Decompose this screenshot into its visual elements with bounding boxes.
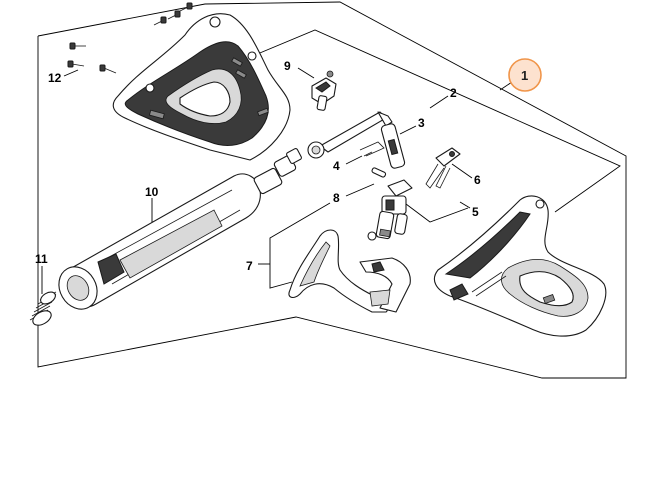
bracket-part-5 [397,197,469,223]
part-label-2: 2 [450,86,457,100]
part-label-3: 3 [418,116,425,130]
screws-part-12 [67,2,193,74]
grip-subassembly-frame [254,29,621,213]
part-label-6: 6 [474,173,481,187]
pin-part-8 [371,167,387,178]
grip-housing-half [433,195,607,337]
lance-tube-part-10 [58,148,302,310]
part-label-11: 11 [35,252,48,266]
screw [167,10,181,20]
part-label-8: 8 [333,191,340,205]
bracket-part-7 [269,202,331,289]
screw [153,16,167,26]
valve-part-5 [367,179,413,241]
leader-part-5 [459,201,471,209]
screw [179,2,193,12]
part-1-highlight-ring [508,58,542,92]
part-label-10: 10 [145,185,159,199]
leader-part-2 [429,95,449,109]
spring-part-11 [29,291,57,326]
leader-part-1 [499,81,513,91]
trigger-lever-part-7 [288,229,411,313]
part-label-12: 12 [48,71,62,85]
trigger-rod-part-3 [307,111,406,169]
clip-part-4 [359,141,385,157]
assembly-frame-outline [37,1,627,379]
part-label-7: 7 [246,259,253,273]
leader-part-6 [451,163,473,179]
part-label-9: 9 [284,59,291,73]
part-label-4: 4 [333,159,340,173]
screw [67,60,85,68]
part-label-1: 1 [521,68,528,83]
screw [69,42,86,50]
leader-part-3 [399,125,417,135]
part-label-5: 5 [472,205,479,219]
leader-part-8 [345,183,375,197]
screw [99,64,117,74]
leader-part-4 [345,155,363,165]
fitting-part-9 [311,70,337,111]
leader-part-9 [297,67,315,79]
handle-housing-half [112,13,291,161]
leader-part-12 [63,69,79,77]
spring-clip-part-6 [425,147,461,189]
